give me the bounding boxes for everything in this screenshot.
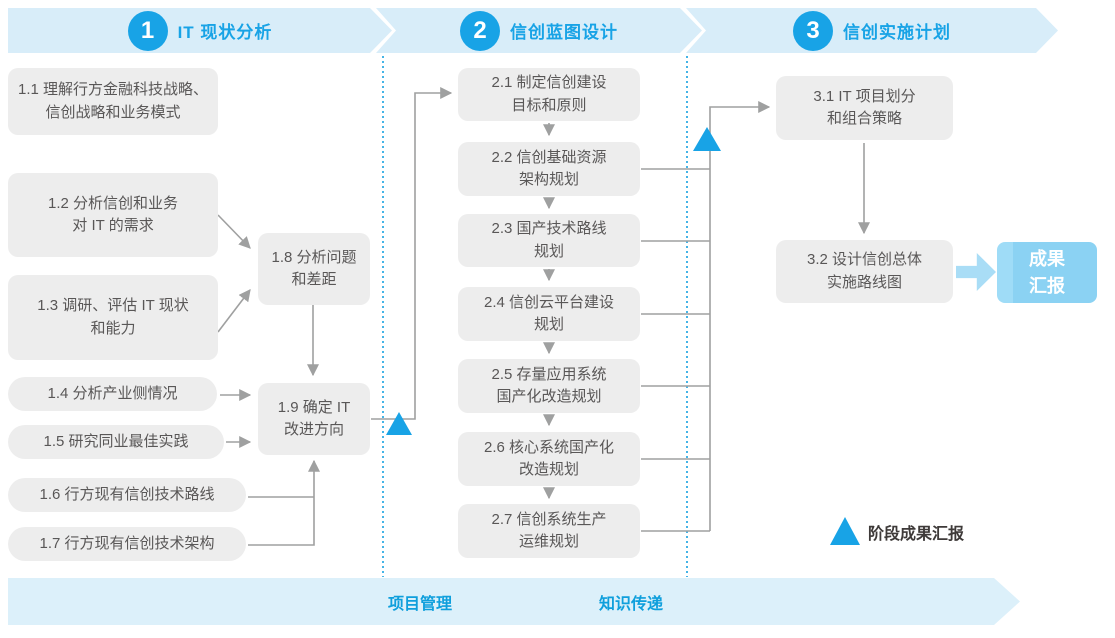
node-2-1: 2.1 制定信创建设 目标和原则 [458,68,640,121]
legend-triangle-icon [830,517,860,545]
node-1-3: 1.3 调研、评估 IT 现状 和能力 [8,275,218,360]
arrow-1-7-to-1-9 [248,459,320,546]
phase-2-number-badge: 2 [460,11,500,51]
node-3-2: 3.2 设计信创总体 实施路线图 [776,240,953,303]
milestone-triangle-phase-2-icon [693,127,721,151]
result-report-box: 成果 汇报 [997,242,1097,303]
phase-banner-1: 1 IT 现状分析 [8,8,392,53]
node-1-2: 1.2 分析信创和业务 对 IT 的需求 [8,173,218,257]
phase-banner-2: 2 信创蓝图设计 [376,8,702,53]
phase-3-number-badge: 3 [793,11,833,51]
node-2-5: 2.5 存量应用系统 国产化改造规划 [458,359,640,413]
node-1-9: 1.9 确定 IT 改进方向 [258,383,370,455]
footer-label-knowledge-transfer: 知识传递 [598,595,664,613]
node-2-2: 2.2 信创基础资源 架构规划 [458,142,640,196]
milestone-triangle-phase-1-icon [386,412,412,435]
arrow-1-2-to-1-8 [217,214,251,249]
arrow-1-3-to-1-8 [217,289,251,333]
legend-label: 阶段成果汇报 [868,526,965,543]
node-1-4: 1.4 分析产业侧情况 [8,377,217,411]
node-2-7: 2.7 信创系统生产 运维规划 [458,504,640,558]
node-1-8: 1.8 分析问题 和差距 [258,233,370,305]
footer-banner: 项目管理 知识传递 [8,578,1020,625]
phase-banner-3: 3 信创实施计划 [686,8,1058,53]
node-1-7: 1.7 行方现有信创技术架构 [8,527,246,561]
node-3-1: 3.1 IT 项目划分 和组合策略 [776,76,953,140]
node-2-4: 2.4 信创云平台建设 规划 [458,287,640,341]
node-2-3: 2.3 国产技术路线 规划 [458,214,640,267]
phase-separator-dotted-line-1 [382,56,384,577]
node-2-6: 2.6 核心系统国产化 改造规划 [458,432,640,486]
node-1-6: 1.6 行方现有信创技术路线 [8,478,246,512]
node-1-1: 1.1 理解行方金融科技战略、 信创战略和业务模式 [8,68,218,135]
footer-label-project-management: 项目管理 [387,595,453,613]
node-1-5: 1.5 研究同业最佳实践 [8,425,224,459]
phase-1-number-badge: 1 [128,11,168,51]
phase-3-title: 信创实施计划 [843,23,951,42]
arrow-1-9-to-2-1 [371,87,453,420]
phase-1-title: IT 现状分析 [177,23,273,42]
phase-2-title: 信创蓝图设计 [510,23,618,42]
arrow-collector-to-3-1 [709,101,771,531]
phase-separator-dotted-line-2 [686,56,688,577]
